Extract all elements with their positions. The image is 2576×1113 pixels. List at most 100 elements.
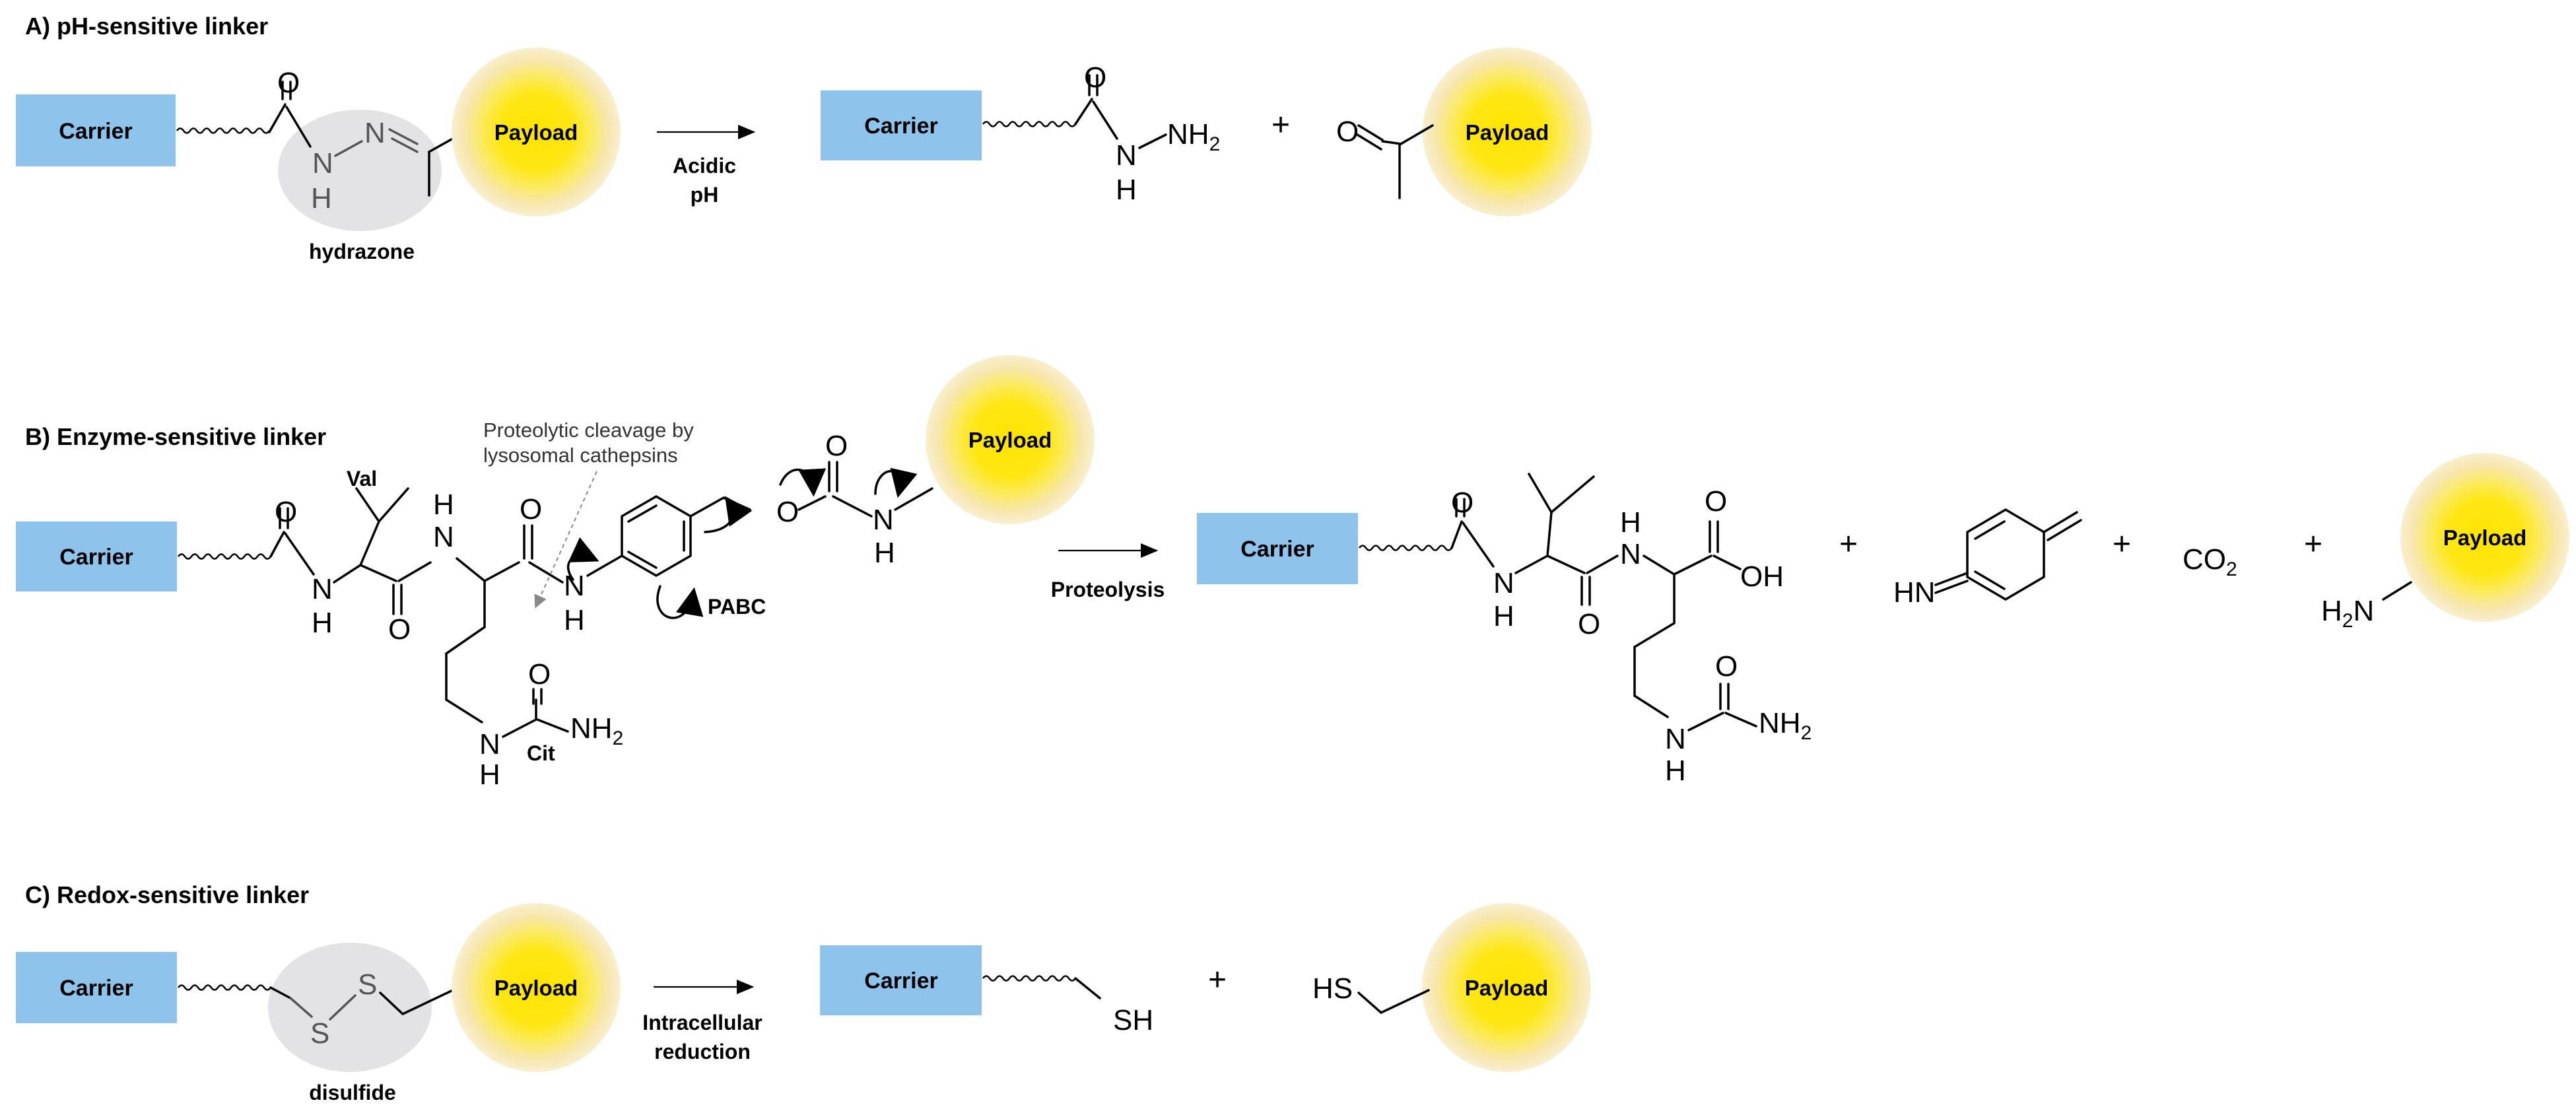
arrow-label-ph: pH — [691, 183, 719, 207]
bond — [355, 487, 380, 523]
bond — [1724, 712, 1757, 727]
payload-sphere — [926, 355, 1095, 524]
bond — [269, 986, 292, 999]
cleavage-note-line1: Proteolytic cleavage by — [483, 419, 694, 442]
hydrazone-label: hydrazone — [309, 240, 415, 263]
atom-h: H — [479, 759, 500, 791]
panel-b-title: B) Enzyme-sensitive linker — [25, 423, 326, 450]
atom-o: O — [1336, 116, 1359, 148]
cleavage-pointer — [534, 471, 597, 609]
pabc-label: PABC — [708, 595, 766, 619]
electron-arrow — [874, 467, 918, 498]
bond — [627, 551, 658, 569]
bond — [1974, 520, 2006, 540]
atom-h2n-h: H — [2321, 595, 2342, 627]
bond — [378, 487, 409, 523]
plus-sign: + — [1208, 962, 1227, 997]
disulfide-highlight — [268, 943, 432, 1072]
atom-o: O — [1578, 608, 1600, 640]
cleavage-note-line2: lysosomal cathepsins — [483, 444, 678, 467]
bond — [1974, 570, 2006, 590]
carrier-box — [820, 945, 982, 1015]
plus-sign: + — [1839, 527, 1858, 562]
bond — [445, 698, 483, 724]
electron-arrow — [704, 496, 753, 533]
quinone-ring — [1966, 508, 2045, 601]
atom-n: N — [364, 117, 386, 149]
bond — [1074, 98, 1093, 125]
atom-nh2-text: NH — [570, 712, 613, 745]
atom-nh2: NH2 — [1759, 707, 1812, 744]
atom-o: O — [1715, 650, 1738, 683]
bond — [832, 495, 873, 518]
atom-h2n-n: N — [2353, 595, 2374, 627]
wavy-tether — [177, 984, 272, 991]
bond — [483, 561, 520, 582]
carrier-box — [16, 94, 176, 166]
carrier-label: Carrier — [864, 968, 938, 994]
atom-n: N — [873, 504, 894, 536]
benzene-ring — [621, 495, 692, 577]
atom-nh2: NH2 — [570, 712, 623, 749]
atom-sh: SH — [1113, 1004, 1153, 1036]
payload-sphere — [452, 903, 621, 1072]
carrier-box — [1197, 513, 1358, 584]
bond — [1380, 989, 1430, 1014]
bond — [2047, 519, 2082, 541]
atom-o: O — [388, 613, 411, 646]
atom-h: H — [1665, 755, 1686, 787]
atom-nh2-text: NH — [1759, 707, 1801, 739]
wavy-tether — [176, 127, 271, 134]
atom-o: O — [277, 67, 300, 99]
bond — [1546, 555, 1586, 574]
arrow-label-acidic: Acidic — [673, 154, 736, 178]
bond — [1643, 555, 1676, 576]
wavy-tether — [982, 121, 1077, 127]
panel-c-title: C) Redox-sensitive linker — [25, 881, 309, 908]
carrier-label: Carrier — [59, 545, 133, 570]
bond — [1934, 580, 1969, 594]
atom-nh2-sub: 2 — [613, 727, 624, 749]
atom-h2n: H2N — [2321, 595, 2374, 632]
payload-sphere — [1422, 903, 1591, 1072]
bond — [1357, 992, 1382, 1014]
bond — [397, 561, 432, 582]
atom-h2n-sub: 2 — [2342, 610, 2354, 632]
plus-sign: + — [2304, 527, 2322, 562]
bond — [1934, 572, 1969, 586]
bond — [333, 564, 362, 584]
bond — [285, 106, 312, 148]
electron-arrow — [566, 537, 599, 581]
co2-text: CO — [2183, 543, 2226, 576]
panel-b: B) Enzyme-sensitive linker Carrier O N H… — [16, 355, 2569, 791]
bond — [1586, 555, 1619, 574]
wavy-tether — [1358, 545, 1453, 551]
atom-n: N — [312, 147, 333, 180]
bond — [1357, 124, 1384, 141]
bond — [1673, 555, 1712, 576]
bond — [284, 532, 315, 576]
bond — [269, 531, 285, 558]
atom-o: O — [1451, 487, 1474, 519]
bond — [536, 718, 569, 733]
co2-sub: 2 — [2226, 558, 2237, 580]
bond — [456, 557, 486, 582]
bond — [2382, 581, 2412, 601]
atom-nh2: NH2 — [1167, 118, 1220, 155]
atom-s: S — [310, 1017, 329, 1050]
bond — [1550, 475, 1595, 514]
bond — [268, 103, 287, 133]
bond — [1356, 133, 1382, 151]
arrow-label-reduction: reduction — [654, 1040, 751, 1063]
bond — [1400, 124, 1434, 145]
bond — [1074, 977, 1101, 999]
atom-s: S — [358, 968, 377, 1001]
electron-arrow — [656, 585, 704, 619]
payload-label: Payload — [1465, 976, 1549, 1000]
payload-label: Payload — [2443, 525, 2527, 550]
bond — [1514, 555, 1549, 574]
bond — [388, 128, 419, 145]
bond — [1450, 520, 1463, 549]
payload-sphere — [452, 48, 621, 217]
